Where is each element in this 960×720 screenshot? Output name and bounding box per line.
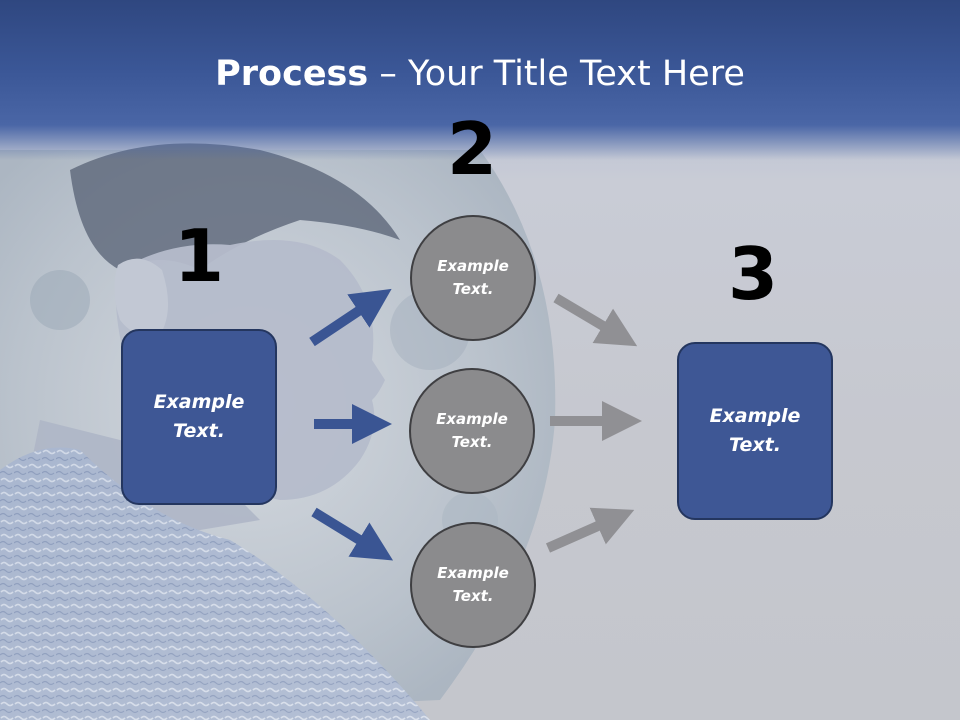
title-bold: Process [215,54,369,94]
step-2-item-1-text: Example Text. [437,257,509,298]
slide-title: Process – Your Title Text Here [0,52,960,96]
arrow-from-item-3 [545,507,635,553]
title-rest: – Your Title Text Here [368,54,745,94]
step-3-box[interactable]: Example Text. [677,342,833,520]
arrow-to-item-3 [311,507,394,561]
step-2-item-1[interactable]: Example Text. [410,215,536,341]
step-2-item-3-text: Example Text. [437,564,509,605]
step-number-2: 2 [446,107,498,191]
step-2-item-2-text: Example Text. [436,410,508,451]
step-number-1: 1 [173,214,225,298]
step-3-text: Example Text. [709,405,801,456]
step-1-box[interactable]: Example Text. [121,329,277,505]
step-2-item-3[interactable]: Example Text. [410,522,536,648]
arrow-from-item-1 [553,293,638,347]
step-2-item-2[interactable]: Example Text. [409,368,535,494]
arrow-to-item-1 [309,288,392,347]
step-1-text: Example Text. [153,391,245,442]
header-band [0,0,960,160]
step-number-3: 3 [727,232,779,316]
